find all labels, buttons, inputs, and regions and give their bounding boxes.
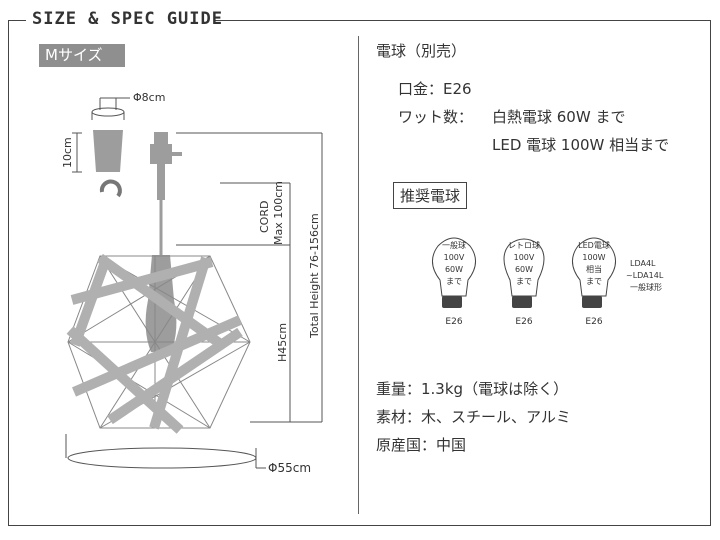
bulb-1-line-2: 100V bbox=[444, 253, 465, 262]
material-line: 素材：木、スチール、アルミ bbox=[376, 408, 571, 426]
wattage-label: ワット数： bbox=[398, 108, 474, 126]
led-model-1: LDA4L bbox=[630, 259, 656, 268]
bulb-icon-led bbox=[572, 237, 616, 297]
socket-assembly bbox=[150, 132, 182, 200]
origin-line: 原産国：中国 bbox=[376, 436, 467, 454]
led-model-2: ~LDA14L bbox=[626, 271, 664, 280]
body-height-label: H45cm bbox=[276, 323, 289, 362]
wattage-line-1: 白熱電球 60W まで bbox=[492, 108, 626, 126]
body-diameter-label: Φ55cm bbox=[268, 461, 311, 475]
guide-frame bbox=[8, 20, 711, 526]
hook-icon bbox=[99, 179, 122, 198]
recommended-heading: 推奨電球 bbox=[393, 182, 468, 209]
bulb-3-line-2: 100W bbox=[582, 253, 605, 262]
size-badge: Mサイズ bbox=[39, 44, 125, 67]
bulb-3-line-3: 相当 bbox=[586, 264, 602, 274]
cord-max-label: Max 100cm bbox=[272, 181, 285, 245]
cord-label: CORD bbox=[258, 201, 271, 233]
bulb-3-line-1: LED電球 bbox=[578, 240, 610, 250]
bulb-icon-retro bbox=[503, 238, 545, 297]
canopy-height-label: 10cm bbox=[61, 137, 74, 168]
bulb-3-line-4: まで bbox=[586, 277, 602, 286]
bulb-1-base: E26 bbox=[445, 317, 462, 327]
frame-top-right bbox=[214, 20, 711, 21]
bulb-2-line-3: 60W bbox=[515, 265, 533, 274]
bulb-heading: 電球（別売） bbox=[376, 42, 467, 60]
bulb-3-base: E26 bbox=[585, 317, 602, 327]
base-line: 口金：E26 bbox=[398, 80, 472, 98]
bulb-2-line-4: まで bbox=[516, 277, 532, 286]
bulb-1-line-1: 一般球 bbox=[442, 240, 466, 250]
bulb-1-line-3: 60W bbox=[445, 265, 463, 274]
bulb-icon-standard bbox=[432, 237, 476, 297]
canopy-shade bbox=[93, 130, 123, 172]
wattage-line-2: LED 電球 100W 相当まで bbox=[492, 136, 670, 154]
frame-top-left bbox=[8, 20, 26, 21]
column-divider bbox=[358, 36, 359, 514]
lamp-diagram: Φ8cm 10cm CORD Max 100cm H45cm Total Hei… bbox=[61, 91, 323, 475]
bulb-1-line-4: まで bbox=[446, 277, 462, 286]
total-height-label: Total Height 76-156cm bbox=[308, 213, 321, 339]
bulb-2-line-2: 100V bbox=[514, 253, 535, 262]
guide-title: SIZE & SPEC GUIDE bbox=[32, 9, 223, 29]
led-model-3: 一般球形 bbox=[630, 282, 662, 292]
bulb-2-line-1: レトロ球 bbox=[508, 240, 540, 250]
wood-sticks bbox=[66, 253, 243, 434]
top-diameter-label: Φ8cm bbox=[133, 91, 165, 104]
weight-line: 重量：1.3kg（電球は除く） bbox=[376, 380, 569, 398]
bulb-2-base: E26 bbox=[515, 317, 532, 327]
recommended-bulbs: 一般球 100V 60W まで レトロ球 100V 60W まで LED電球 1… bbox=[432, 237, 664, 327]
